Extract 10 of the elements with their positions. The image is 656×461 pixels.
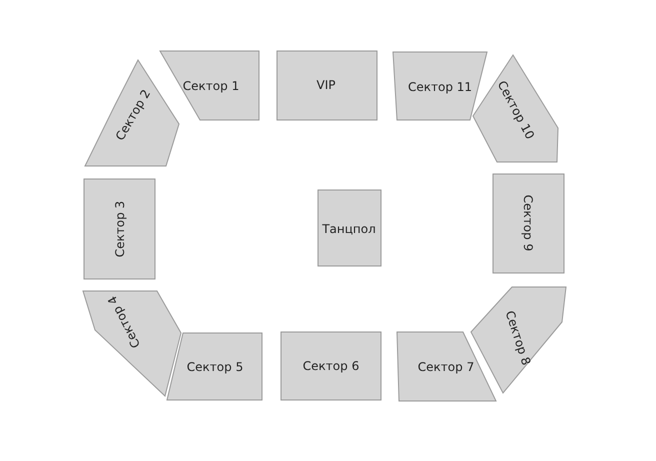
sector-label: Сектор 6	[302, 359, 360, 373]
sector-label: VIP	[316, 78, 336, 92]
sector-label: Танцпол	[322, 222, 376, 236]
sector-label: Сектор 7	[418, 360, 474, 374]
sector-label: Сектор 5	[186, 360, 244, 374]
sector-label: Сектор 1	[182, 79, 240, 93]
sector-label: Сектор 9	[521, 194, 535, 252]
sector-label: Сектор 8	[502, 309, 534, 367]
sector-label: Сектор 3	[113, 200, 127, 258]
sector-label: Сектор 11	[408, 80, 472, 94]
